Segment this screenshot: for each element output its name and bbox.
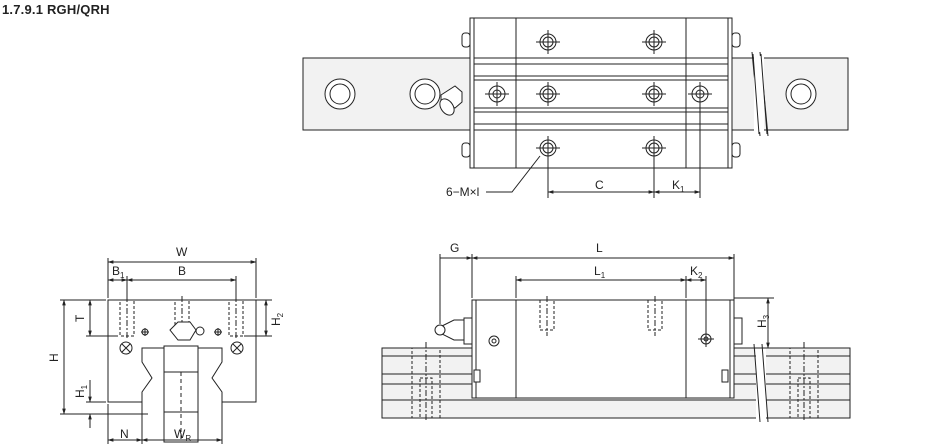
rail-hole [324,78,356,110]
dim-h2-label: H2 [269,312,285,326]
dim-b-label: B [178,264,186,278]
dim-h1-label: H1 [73,384,89,398]
grease-nipple [439,85,463,116]
tapped-hole [642,30,666,54]
dim-n-label: N [120,427,129,441]
dim-k1-label: K1 [672,178,685,194]
screw-icon [119,341,133,355]
tapped-hole [536,30,560,54]
dim-t-label: T [73,314,87,322]
dim-g-label: G [450,241,459,255]
section-title: 1.7.9.1 RGH/QRH [2,2,110,17]
dim-wr-label: WR [174,427,191,443]
grease-nipple [169,321,205,341]
seal-hole [485,82,509,106]
dim-l-label: L [596,241,603,255]
dim-c-label: C [595,178,604,192]
tapped-hole [642,82,666,106]
screw-icon [214,328,222,336]
callout-leader [486,155,541,193]
dim-h3-label: H3 [755,314,771,328]
side-view [381,254,851,423]
tapped-hole [642,136,666,160]
screw-icon [141,328,149,336]
rail-hole [785,78,817,110]
top-view [302,17,849,198]
dim-b1-label: B1 [112,264,125,280]
rail-hole [409,78,441,110]
end-view [60,258,272,444]
screw-icon [488,335,500,347]
tapped-hole [536,82,560,106]
dim-k2-label: K2 [690,264,703,280]
grease-nipple [434,319,465,341]
screw-icon [230,341,244,355]
dim-h-label: H [47,353,61,362]
callout-thread-label: 6−M×l [446,185,479,199]
dim-l1-label: L1 [594,264,606,280]
block-top [469,17,733,169]
dim-w-label: W [176,245,188,259]
